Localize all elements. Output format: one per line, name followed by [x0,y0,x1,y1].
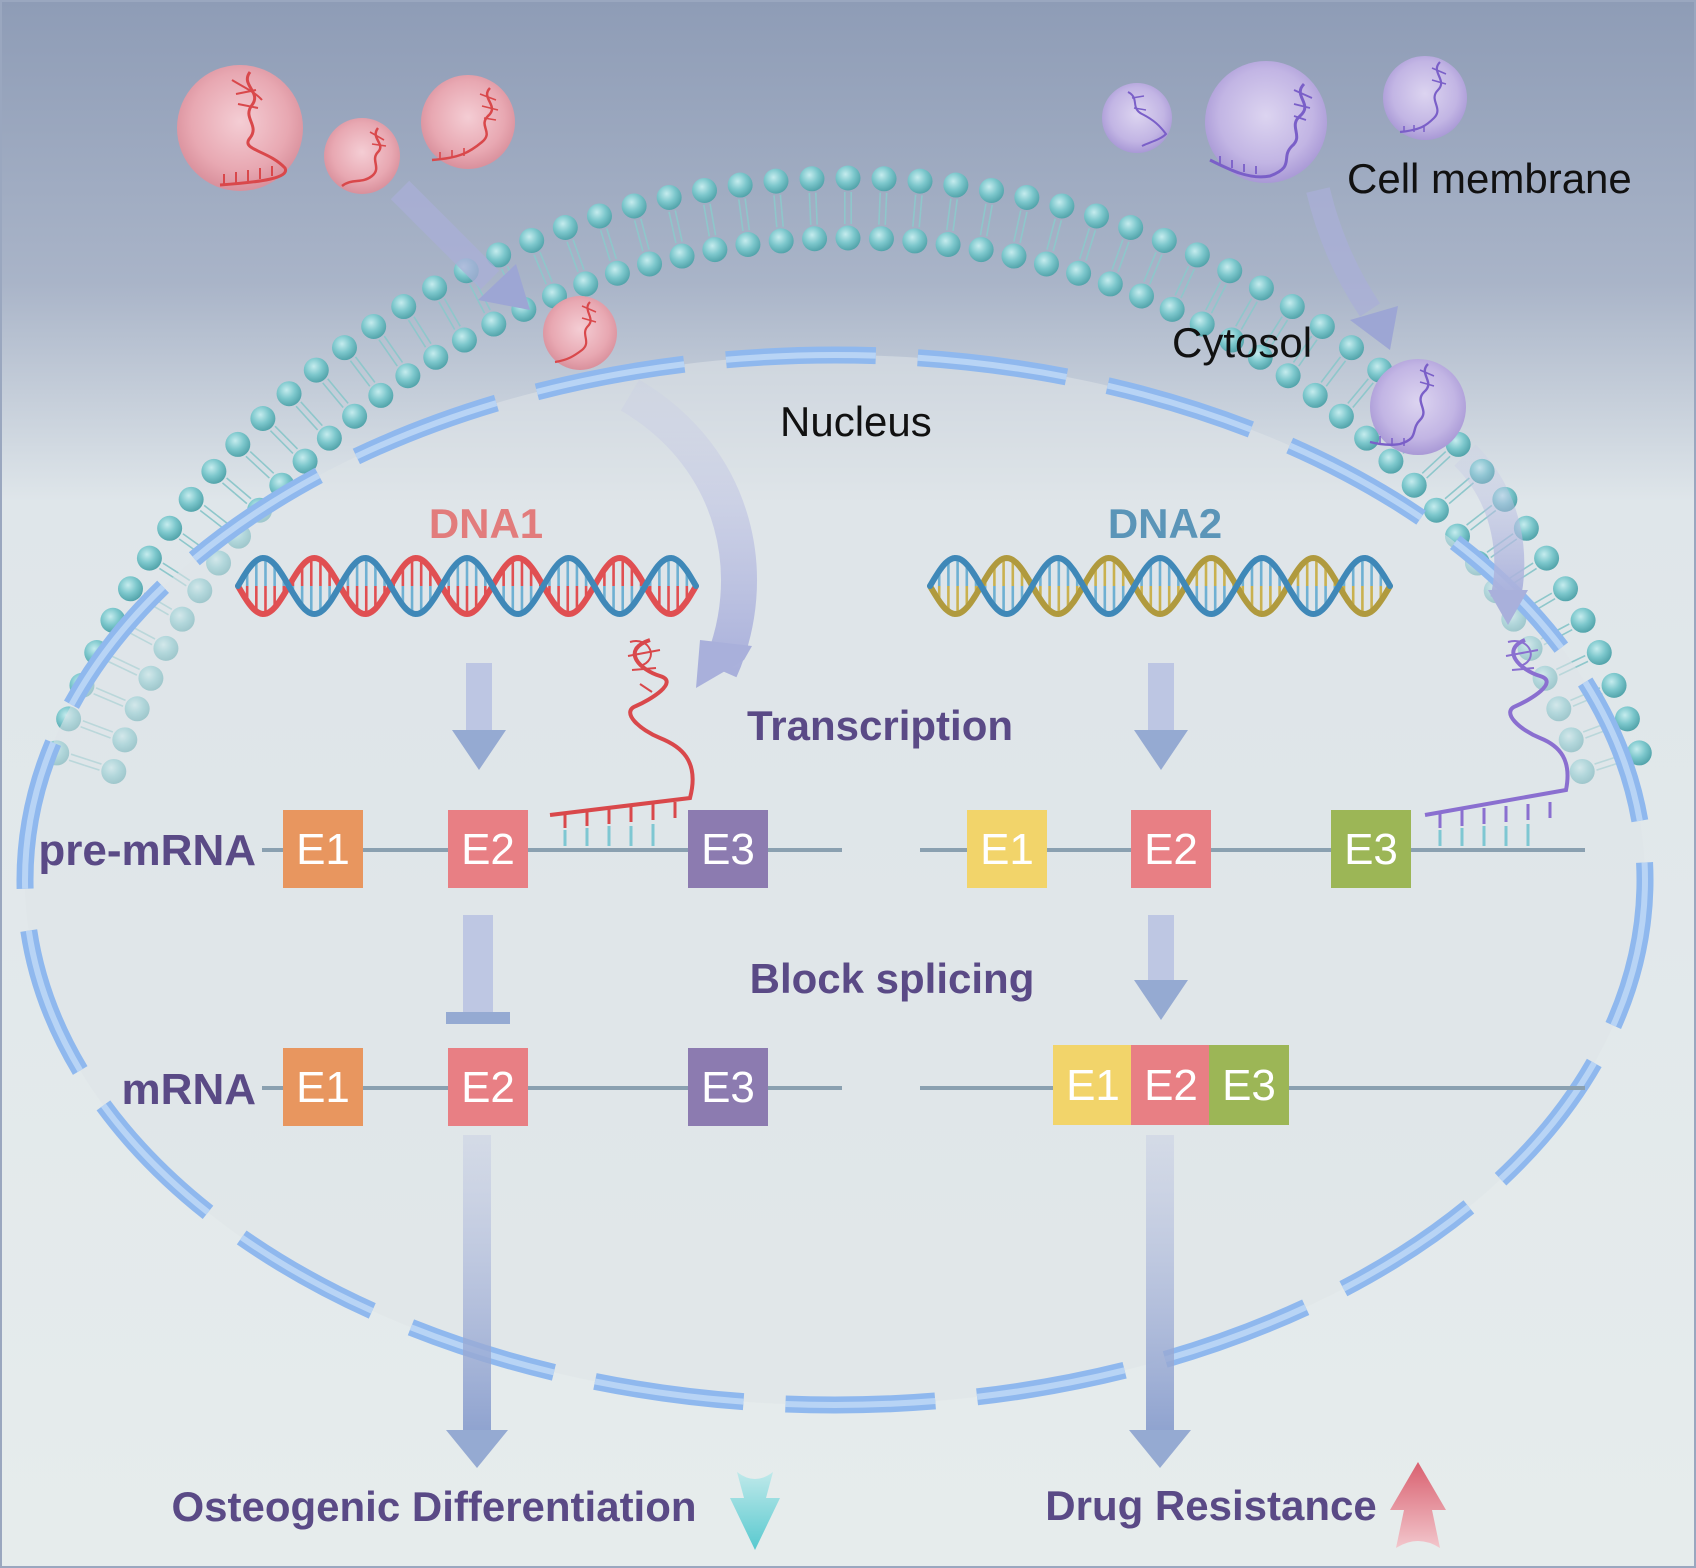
nucleus-entry-arrow-right [1454,444,1525,604]
svg-text:E3: E3 [701,825,755,874]
svg-text:E3: E3 [1344,825,1398,874]
mrna-label: mRNA [122,1065,256,1114]
mrna-exon-e3-right: E3 [1209,1045,1289,1125]
pink-vesicle-cytosol [543,296,617,370]
mrna-exon-e2-right: E2 [1131,1045,1211,1125]
pink-vesicle-3 [421,75,515,169]
nucleus-entry-arrow-left [620,379,757,678]
purple-vesicle-cytosol [1369,359,1466,455]
svg-text:E1: E1 [1066,1061,1120,1110]
svg-text:E2: E2 [461,1063,515,1112]
dna1-helix [235,554,699,618]
pre-mrna-exon-e3-left: E3 [688,810,768,888]
svg-text:E3: E3 [701,1063,755,1112]
transcription-label: Transcription [747,702,1013,749]
aso-red-bound [549,638,695,846]
cyan-down-arrow-icon [730,1472,780,1550]
mrna-exon-e2-left: E2 [448,1048,528,1126]
nucleus-envelope-highlight [22,352,1648,1408]
pre-mrna-label: pre-mRNA [38,826,256,875]
nucleus-entry-arrowhead-right [1488,590,1528,625]
pre-mrna-exon-e2-right: E2 [1131,810,1211,888]
dna2-helix [927,554,1393,618]
pre-mrna-exon-e2-left: E2 [448,810,528,888]
purple-vesicle-1 [1102,83,1172,153]
aso-purple-bound [1424,638,1570,846]
outcome-arrow-right [1129,1135,1191,1468]
outcome-arrow-left [446,1135,508,1468]
purple-vesicle-2 [1205,61,1327,183]
splicing-blocked-indicator [446,915,510,1024]
block-splicing-label: Block splicing [750,955,1035,1002]
mrna-exon-e1-right: E1 [1053,1045,1133,1125]
entry-arrowhead-right [1350,306,1398,350]
entry-arrow-left [390,180,500,290]
pre-mrna-exon-e3-right: E3 [1331,810,1411,888]
pink-vesicle-2 [324,118,400,194]
entry-arrow-right [1306,187,1381,317]
svg-text:E1: E1 [296,825,350,874]
transcription-arrow-right [1134,663,1188,770]
splicing-arrow-right [1134,915,1188,1020]
cytosol-label: Cytosol [1172,319,1312,366]
pre-mrna-exon-e1-left: E1 [283,810,363,888]
svg-text:E1: E1 [296,1063,350,1112]
dna2-label: DNA2 [1108,500,1222,547]
dna1-label: DNA1 [429,500,543,547]
svg-text:E2: E2 [1144,1061,1198,1110]
purple-vesicle-3 [1383,56,1467,140]
svg-text:E2: E2 [1144,825,1198,874]
svg-text:E2: E2 [461,825,515,874]
pink-vesicle-1 [177,65,303,191]
mrna-exon-e1-left: E1 [283,1048,363,1126]
osteogenic-differentiation-label: Osteogenic Differentiation [171,1483,696,1530]
transcription-arrow-left [452,663,506,770]
drug-resistance-label: Drug Resistance [1045,1482,1376,1529]
red-up-arrow-icon [1390,1462,1446,1548]
pre-mrna-exon-e1-right: E1 [967,810,1047,888]
nucleus-entry-arrowhead-left [696,640,752,688]
nucleus-label: Nucleus [780,398,932,445]
cell-membrane-label: Cell membrane [1347,155,1632,202]
svg-text:E1: E1 [980,825,1034,874]
svg-text:E3: E3 [1222,1061,1276,1110]
mrna-exon-e3-left: E3 [688,1048,768,1126]
entry-arrowhead-left [478,264,530,310]
